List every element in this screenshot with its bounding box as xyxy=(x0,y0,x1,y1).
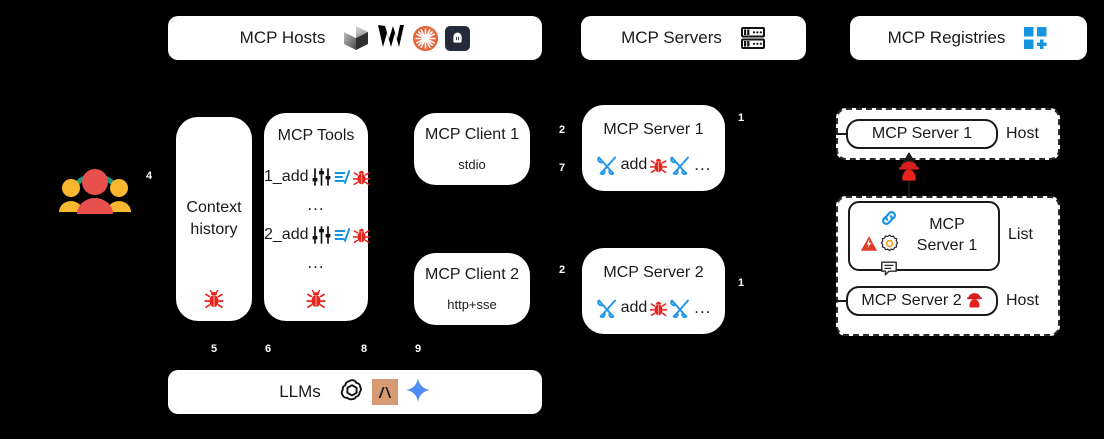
step-number-9: 9 xyxy=(415,343,422,355)
context-history-line2: history xyxy=(190,221,238,238)
mcp-server-2-tool-label: add xyxy=(620,299,648,316)
tool-row[interactable]: 1_add xyxy=(264,167,370,187)
mcp-tools-box: MCP Tools 1_add xyxy=(264,113,370,321)
step-number-2a: 2 xyxy=(559,124,566,136)
registry-host-server-1[interactable]: MCP Server 1 xyxy=(846,119,998,149)
sliders-icon xyxy=(311,167,332,187)
attack-arrow-shaft xyxy=(908,163,910,225)
header-mcp-servers-label: MCP Servers xyxy=(621,28,722,47)
step-number-7: 7 xyxy=(559,162,566,174)
mcp-server-2-ellipsis: ... xyxy=(694,298,712,317)
header-mcp-servers: MCP Servers xyxy=(581,16,806,60)
bug-icon xyxy=(650,157,668,174)
mcp-server-1-tool-label: add xyxy=(620,156,648,173)
script-icon xyxy=(334,227,351,243)
step-number-6: 6 xyxy=(265,343,272,355)
mcp-server-1-box[interactable]: MCP Server 1 add xyxy=(582,105,725,191)
step-number-1b: 1 xyxy=(738,277,745,289)
registry-list-entry[interactable]: MCP Server 1 xyxy=(848,201,1000,276)
mcp-client-2-box[interactable]: MCP Client 2 http+sse xyxy=(414,253,530,325)
bug-icon xyxy=(650,300,668,317)
hacker-icon xyxy=(898,160,920,184)
step-number-5: 5 xyxy=(211,343,218,355)
registry-host-server-2[interactable]: MCP Server 2 xyxy=(846,286,998,316)
mcp-client-2-transport: http+sse xyxy=(447,297,497,312)
llms-label: LLMs xyxy=(279,382,321,401)
mcp-client-2-title: MCP Client 2 xyxy=(425,266,519,283)
tool-ellipsis: ... xyxy=(307,195,325,214)
header-mcp-servers-icons xyxy=(740,26,766,50)
script-icon xyxy=(334,169,351,185)
registry-host-top-label: Host xyxy=(1006,125,1039,142)
bug-icon xyxy=(352,227,370,244)
connector-line xyxy=(836,300,847,302)
step-number-4: 4 xyxy=(146,170,153,182)
connector-line xyxy=(836,133,847,135)
mcp-server-2-box[interactable]: MCP Server 2 add xyxy=(582,248,725,334)
gear-icon xyxy=(880,234,899,258)
mcp-server-1-tools: add xyxy=(582,155,725,175)
openai-icon xyxy=(339,377,365,408)
cursor-burst-icon xyxy=(413,25,439,51)
llms-box: LLMs xyxy=(168,370,542,414)
tool-row-label: 2_add xyxy=(264,226,309,243)
comment-icon xyxy=(880,260,898,282)
mcp-client-1-title: MCP Client 1 xyxy=(425,126,519,143)
users-group-icon xyxy=(55,152,135,216)
tool-ellipsis: ... xyxy=(307,253,325,272)
bug-icon xyxy=(352,169,370,186)
header-mcp-hosts-label: MCP Hosts xyxy=(239,28,326,47)
tool-row-ellipsis: ... xyxy=(264,195,368,215)
attack-arrow-head xyxy=(901,152,917,165)
context-history-box: Context history xyxy=(176,117,252,321)
mcp-server-1-title: MCP Server 1 xyxy=(603,121,704,138)
registry-list-entry-line1: MCP xyxy=(929,216,965,234)
mcp-tools-title: MCP Tools xyxy=(277,127,355,144)
link-icon xyxy=(880,209,898,232)
blender-cube-icon xyxy=(343,25,369,51)
mcp-client-1-transport: stdio xyxy=(458,157,486,172)
mcp-client-1-box[interactable]: MCP Client 1 stdio xyxy=(414,113,530,185)
gemini-sparkle-icon xyxy=(405,377,431,408)
tools-icon xyxy=(596,298,618,318)
step-number-8: 8 xyxy=(361,343,368,355)
grid-plus-icon xyxy=(1023,26,1049,50)
mcp-server-2-tools: add xyxy=(582,298,725,318)
registry-list-entry-line2: Server 1 xyxy=(916,237,978,254)
tools-icon xyxy=(596,155,618,175)
registry-host-bottom-label: Host xyxy=(1006,292,1039,309)
tool-row[interactable]: 2_add xyxy=(264,225,370,245)
llms-icons xyxy=(339,377,431,408)
registry-host-server-1-label: MCP Server 1 xyxy=(871,125,973,142)
tool-row-label: 1_add xyxy=(264,168,309,185)
tools-icon xyxy=(669,298,691,318)
registry-list-label: List xyxy=(1008,226,1033,243)
hacker-icon xyxy=(966,292,983,310)
bug-icon xyxy=(306,289,326,309)
bug-icon xyxy=(204,289,224,309)
tools-icon xyxy=(669,155,691,175)
header-mcp-hosts-icons xyxy=(343,23,471,53)
header-mcp-hosts: MCP Hosts xyxy=(168,16,542,60)
registry-host-server-2-label: MCP Server 2 xyxy=(861,292,962,309)
header-mcp-registries-icons xyxy=(1023,26,1049,50)
sliders-icon xyxy=(311,225,332,245)
tool-row-ellipsis: ... xyxy=(264,253,368,273)
windsurf-w-icon xyxy=(376,23,406,53)
server-rack-icon xyxy=(740,26,766,50)
mcp-server-2-title: MCP Server 2 xyxy=(603,264,704,281)
header-mcp-registries-label: MCP Registries xyxy=(887,28,1006,47)
warning-triangle-icon xyxy=(860,235,878,257)
robot-app-icon xyxy=(445,25,471,51)
step-number-2b: 2 xyxy=(559,264,566,276)
context-history-line1: Context xyxy=(186,199,242,217)
step-number-1a: 1 xyxy=(738,112,745,124)
registry-list-entry-icons xyxy=(860,209,899,282)
mcp-server-1-ellipsis: ... xyxy=(694,155,712,174)
anthropic-icon xyxy=(371,379,398,405)
header-mcp-registries: MCP Registries xyxy=(850,16,1087,60)
